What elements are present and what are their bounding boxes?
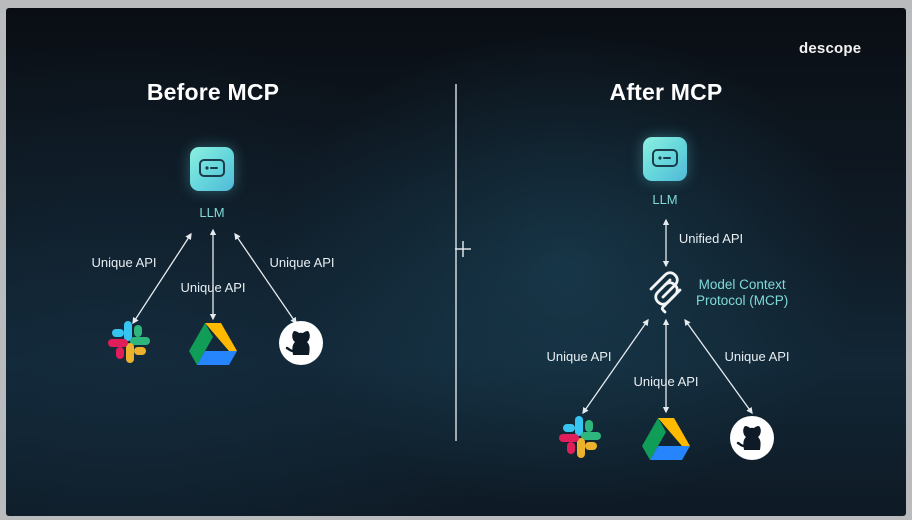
slack-icon [559, 416, 601, 458]
server-icon [652, 149, 678, 167]
before-api-label-github: Unique API [269, 255, 335, 270]
mcp-label-line1: Model Context [698, 277, 786, 292]
mcp-icon [649, 271, 682, 314]
google-drive-icon [189, 323, 237, 365]
connector-layer [132, 84, 753, 441]
slide: descope Before MCP LLM Unique API Unique… [6, 8, 906, 516]
server-icon [199, 159, 225, 177]
plus-marker [455, 241, 471, 257]
after-title: After MCP [609, 79, 723, 105]
github-icon [279, 321, 323, 365]
github-icon [730, 416, 774, 460]
after-llm-label: LLM [652, 192, 678, 207]
descope-logo: descope [799, 40, 862, 57]
slack-icon [108, 321, 150, 363]
mcp-label: Model Context Protocol (MCP) [696, 277, 788, 309]
after-arrow-slack [582, 318, 649, 415]
before-llm-label: LLM [199, 205, 225, 220]
google-drive-icon [642, 418, 690, 460]
before-arrow-github [234, 232, 297, 325]
before-llm-node [190, 147, 234, 191]
after-arrow-github [684, 318, 753, 415]
after-llm-node [643, 137, 687, 181]
before-api-label-slack: Unique API [91, 255, 157, 270]
after-api-label-slack: Unique API [546, 349, 612, 364]
mcp-label-line2: Protocol (MCP) [696, 293, 789, 308]
before-title: Before MCP [146, 79, 280, 105]
unified-api-label: Unified API [678, 231, 744, 246]
before-arrow-slack [132, 232, 192, 325]
before-api-label-drive: Unique API [180, 280, 246, 295]
after-api-label-drive: Unique API [633, 374, 699, 389]
after-api-label-github: Unique API [724, 349, 790, 364]
